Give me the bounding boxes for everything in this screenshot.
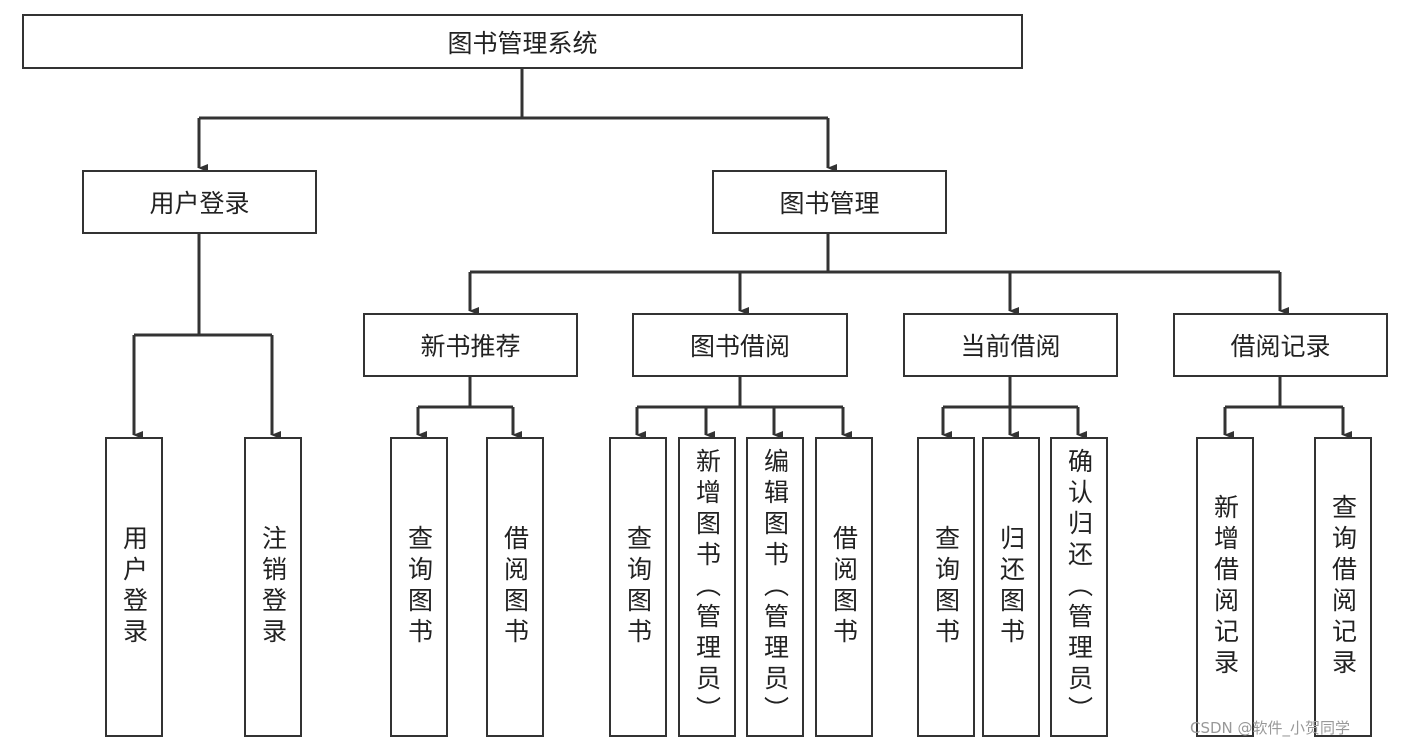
leaf-query-book: 查询图书: [609, 437, 667, 737]
leaf-add-book-admin: 新增图书（管理员）: [678, 437, 736, 737]
leaf-query-borrow-record: 查询借阅记录: [1314, 437, 1372, 737]
leaf-login: 用户登录: [105, 437, 163, 737]
leaf-confirm-return-admin: 确认归还（管理员）: [1050, 437, 1108, 737]
leaf-label: 查询借阅记录: [1328, 494, 1358, 680]
root-label: 图书管理系统: [447, 28, 598, 58]
node-borrow-records: 借阅记录: [1173, 313, 1388, 377]
leaf-label: 查询图书: [404, 525, 434, 649]
node-label: 新书推荐: [420, 332, 521, 361]
leaf-edit-book-admin: 编辑图书（管理员）: [746, 437, 804, 737]
leaf-query-book: 查询图书: [917, 437, 975, 737]
leaf-query-book: 查询图书: [390, 437, 448, 737]
leaf-label: 借阅图书: [500, 525, 530, 649]
leaf-logout: 注销登录: [244, 437, 302, 737]
leaf-label: 查询图书: [931, 525, 961, 649]
leaf-label: 注销登录: [258, 525, 288, 649]
root-node: 图书管理系统: [22, 14, 1023, 69]
leaf-add-borrow-record: 新增借阅记录: [1196, 437, 1254, 737]
node-book-borrow: 图书借阅: [632, 313, 848, 377]
node-label: 图书借阅: [689, 332, 790, 361]
leaf-return-book: 归还图书: [982, 437, 1040, 737]
leaf-label: 归还图书: [996, 525, 1026, 649]
node-new-book-recommend: 新书推荐: [363, 313, 578, 377]
leaf-label: 确认归还（管理员）: [1064, 447, 1094, 727]
leaf-borrow-book: 借阅图书: [815, 437, 873, 737]
node-label: 借阅记录: [1230, 332, 1331, 361]
node-label: 当前借阅: [960, 332, 1061, 361]
node-user-login: 用户登录: [82, 170, 317, 234]
node-label: 图书管理: [779, 189, 880, 218]
node-book-management: 图书管理: [712, 170, 947, 234]
leaf-label: 查询图书: [623, 525, 653, 649]
leaf-label: 借阅图书: [829, 525, 859, 649]
node-label: 用户登录: [149, 189, 250, 218]
leaf-label: 用户登录: [119, 525, 149, 649]
leaf-label: 编辑图书（管理员）: [760, 447, 790, 727]
watermark: CSDN @软件_小贺同学: [1190, 719, 1351, 737]
leaf-borrow-book: 借阅图书: [486, 437, 544, 737]
leaf-label: 新增图书（管理员）: [692, 447, 722, 727]
leaf-label: 新增借阅记录: [1210, 494, 1240, 680]
node-current-borrow: 当前借阅: [903, 313, 1118, 377]
